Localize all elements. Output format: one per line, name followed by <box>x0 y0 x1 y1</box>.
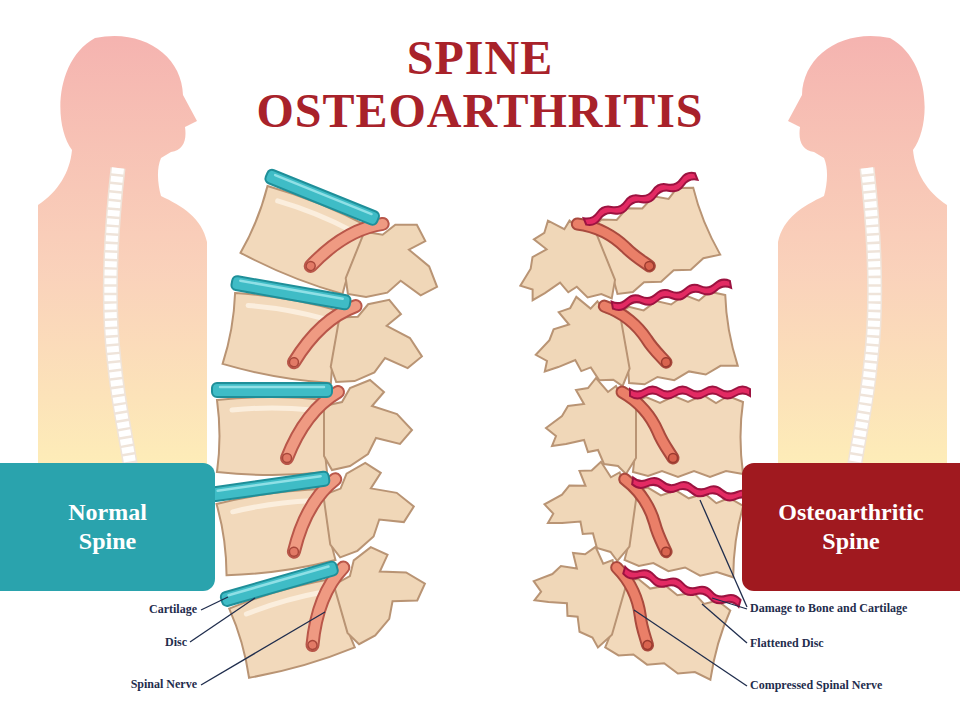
vertebra <box>538 455 754 581</box>
vertebra <box>546 378 750 477</box>
part-label: Disc <box>37 635 187 649</box>
leader-line <box>201 597 228 610</box>
osteoarthritic-spine-band: Osteoarthritic Spine <box>742 463 960 591</box>
normal-spine-band: Normal Spine <box>0 463 215 591</box>
arthritic-person-silhouette <box>778 36 947 470</box>
vertebra <box>219 536 437 682</box>
normal-person-silhouette <box>38 36 207 470</box>
leader-line <box>700 500 747 607</box>
vertebra <box>527 270 745 403</box>
leader-line <box>190 598 255 642</box>
silhouette <box>38 36 207 470</box>
part-label: Compressed Spinal Nerve <box>750 678 955 692</box>
leader-lines <box>190 500 747 686</box>
vertebra <box>209 457 420 579</box>
vertebra <box>212 380 412 475</box>
part-label: Cartilage <box>47 602 197 616</box>
band-label: Normal Spine <box>52 498 164 556</box>
band-label: Osteoarthritic Spine <box>752 498 950 556</box>
title: SPINE OSTEOARTHRITIS <box>210 32 750 138</box>
part-label: Damage to Bone and Cartilage <box>750 601 955 615</box>
silhouette <box>778 36 947 470</box>
part-label: Flattened Disc <box>750 636 955 650</box>
leader-line <box>712 598 747 609</box>
leader-line <box>702 604 747 643</box>
part-label: Spinal Nerve <box>47 677 197 691</box>
leader-line <box>201 612 325 685</box>
arthritic-spine-illustration <box>502 163 754 685</box>
vertebra <box>217 272 430 400</box>
leader-line <box>634 610 747 686</box>
